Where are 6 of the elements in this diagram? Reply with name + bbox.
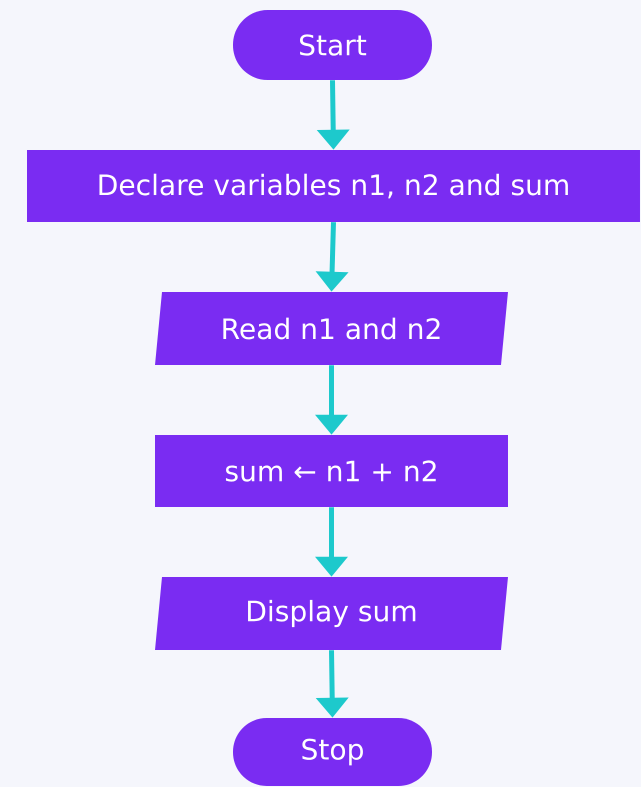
terminal-pill: Stop bbox=[233, 718, 432, 786]
process-box: sum ← n1 + n2 bbox=[155, 435, 508, 507]
input-output-parallelogram: Display sum bbox=[155, 577, 508, 650]
terminal-pill: Start bbox=[233, 10, 432, 80]
process-box: Declare variables n1, n2 and sum bbox=[27, 150, 640, 222]
input-output-parallelogram: Read n1 and n2 bbox=[155, 292, 508, 365]
